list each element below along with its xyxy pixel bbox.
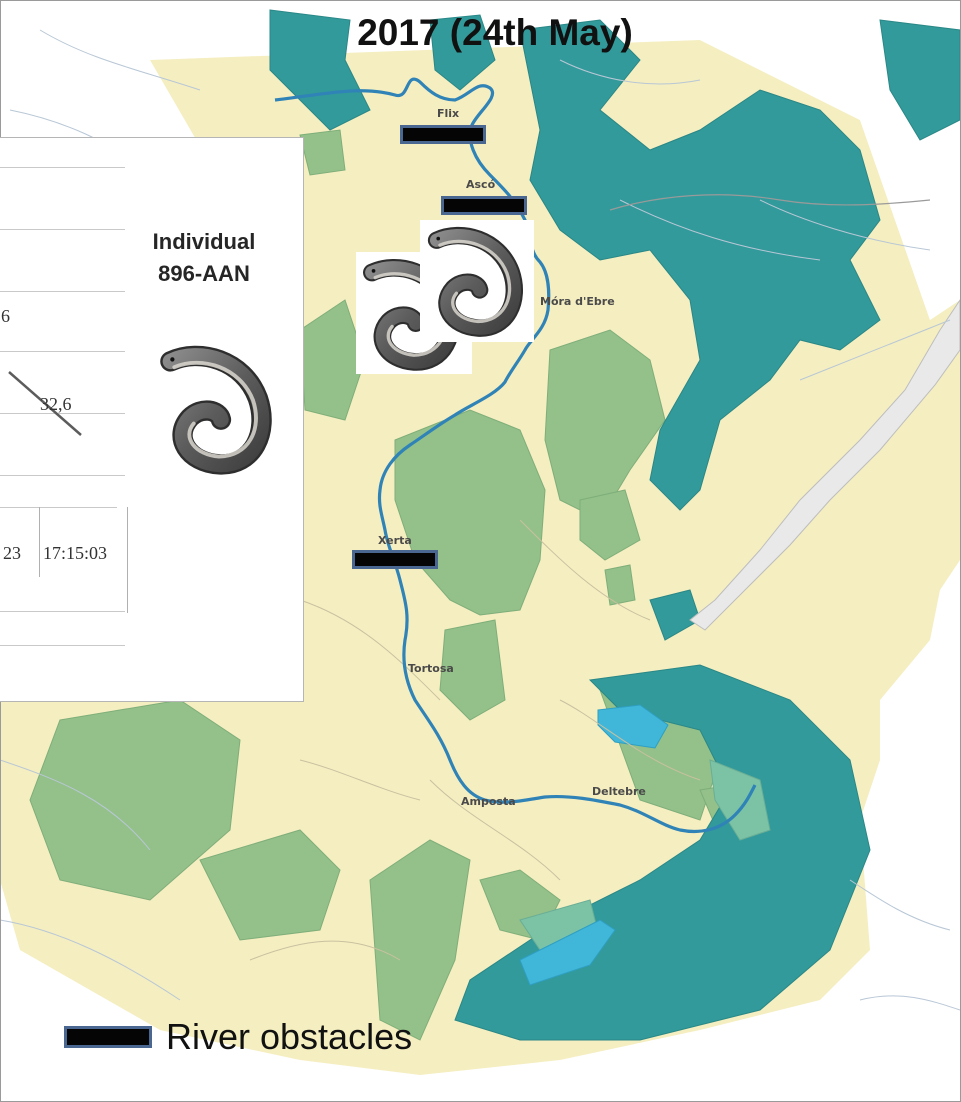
table-cell-value: 32,6 bbox=[40, 394, 72, 414]
detection-panel: 6 32,6 23 17:15:03 Individual 896-AAN bbox=[0, 137, 304, 702]
table-rule bbox=[0, 475, 125, 476]
table-rule bbox=[0, 167, 125, 168]
legend-label: River obstacles bbox=[166, 1016, 413, 1057]
individual-label: Individual 896-AAN bbox=[139, 226, 269, 290]
river-obstacle-marker bbox=[441, 196, 527, 215]
town-tortosa: Tortosa bbox=[408, 662, 454, 675]
individual-label-text: Individual bbox=[152, 229, 256, 254]
table-rule bbox=[0, 291, 125, 292]
town-flix: Flix bbox=[437, 107, 459, 120]
table-rule bbox=[0, 413, 125, 414]
table-cell-value: 23 bbox=[3, 543, 21, 563]
eel-image bbox=[420, 220, 534, 342]
table-rule bbox=[0, 229, 125, 230]
table-cell-time: 17:15:03 bbox=[43, 543, 108, 563]
table-rule bbox=[0, 507, 117, 508]
table-rule bbox=[0, 351, 125, 352]
town-xerta: Xerta bbox=[378, 534, 412, 547]
table-cell-value: 6 bbox=[1, 306, 10, 326]
table-column-divider bbox=[127, 507, 128, 613]
town-amposta: Amposta bbox=[461, 795, 516, 808]
eel-icon bbox=[420, 220, 534, 342]
trend-line bbox=[8, 371, 82, 436]
river-obstacle-marker bbox=[400, 125, 486, 144]
town-asco: Ascó bbox=[466, 178, 496, 191]
river-obstacle-marker bbox=[352, 550, 438, 569]
town-deltebre: Deltebre bbox=[592, 785, 646, 798]
table-rule bbox=[0, 645, 125, 646]
town-mora-debre: Móra d'Ebre bbox=[540, 295, 615, 308]
map-title: 2017 (24th May) bbox=[357, 12, 633, 53]
legend-swatch-obstacle bbox=[64, 1026, 152, 1048]
eel-icon bbox=[151, 338, 287, 478]
table-column-divider bbox=[39, 507, 40, 577]
table-rule bbox=[0, 611, 125, 612]
individual-id: 896-AAN bbox=[158, 261, 250, 286]
